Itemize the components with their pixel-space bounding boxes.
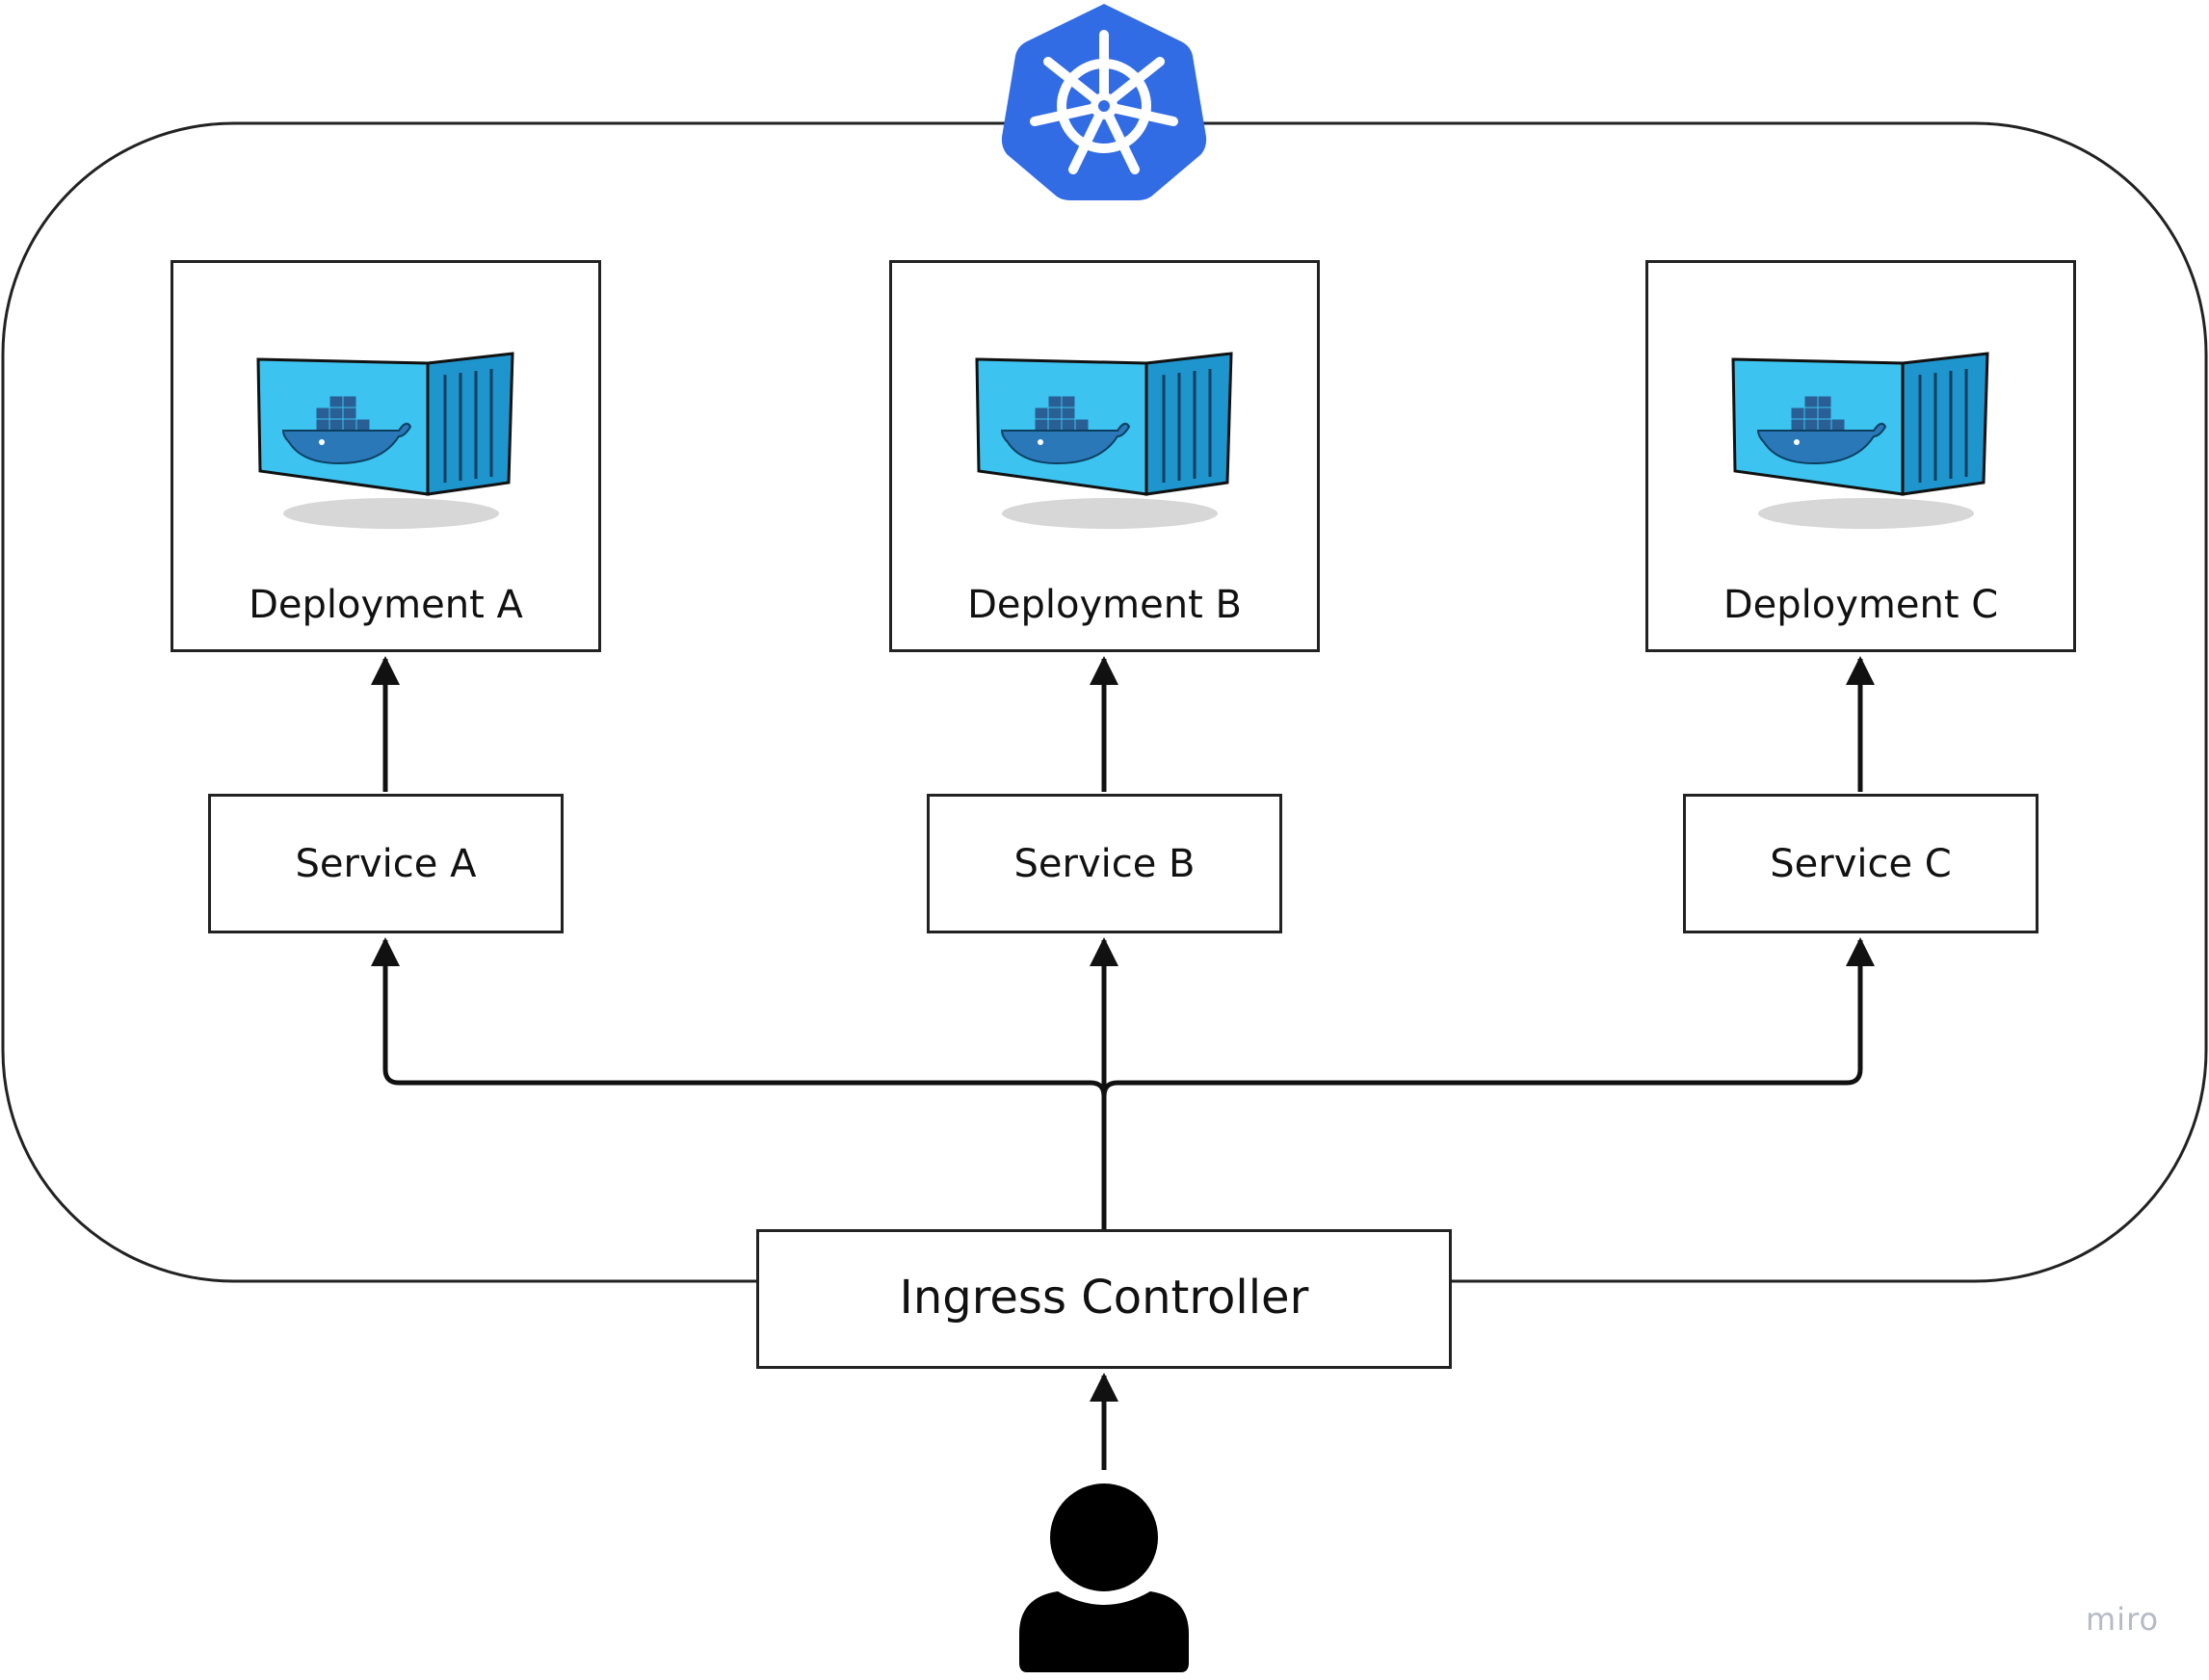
deployment-c-box[interactable]: Deployment C	[1645, 260, 2076, 652]
ingress-controller-box[interactable]: Ingress Controller	[756, 1229, 1452, 1369]
docker-container-icon	[1731, 352, 1989, 529]
service-a-box[interactable]: Service A	[208, 794, 564, 933]
deployment-c-label: Deployment C	[1722, 583, 1999, 627]
service-a-label: Service A	[295, 842, 477, 886]
deployment-a-box[interactable]: Deployment A	[171, 260, 601, 652]
arrow-ingress-to-service-a	[371, 937, 1107, 1229]
deployment-a-label: Deployment A	[249, 583, 523, 627]
service-c-box[interactable]: Service C	[1683, 794, 2038, 933]
ingress-controller-label: Ingress Controller	[899, 1271, 1309, 1325]
arrow-ingress-to-service-c	[1101, 937, 1875, 1229]
service-b-label: Service B	[1013, 842, 1196, 886]
service-c-label: Service C	[1770, 842, 1952, 886]
docker-container-icon	[256, 352, 514, 529]
service-b-box[interactable]: Service B	[927, 794, 1282, 933]
user-icon	[1019, 1483, 1189, 1672]
docker-container-icon	[975, 352, 1233, 529]
deployment-b-box[interactable]: Deployment B	[889, 260, 1320, 652]
kubernetes-helm-icon	[1001, 4, 1207, 200]
deployment-b-label: Deployment B	[967, 583, 1242, 627]
miro-watermark: miro	[2086, 1601, 2160, 1638]
